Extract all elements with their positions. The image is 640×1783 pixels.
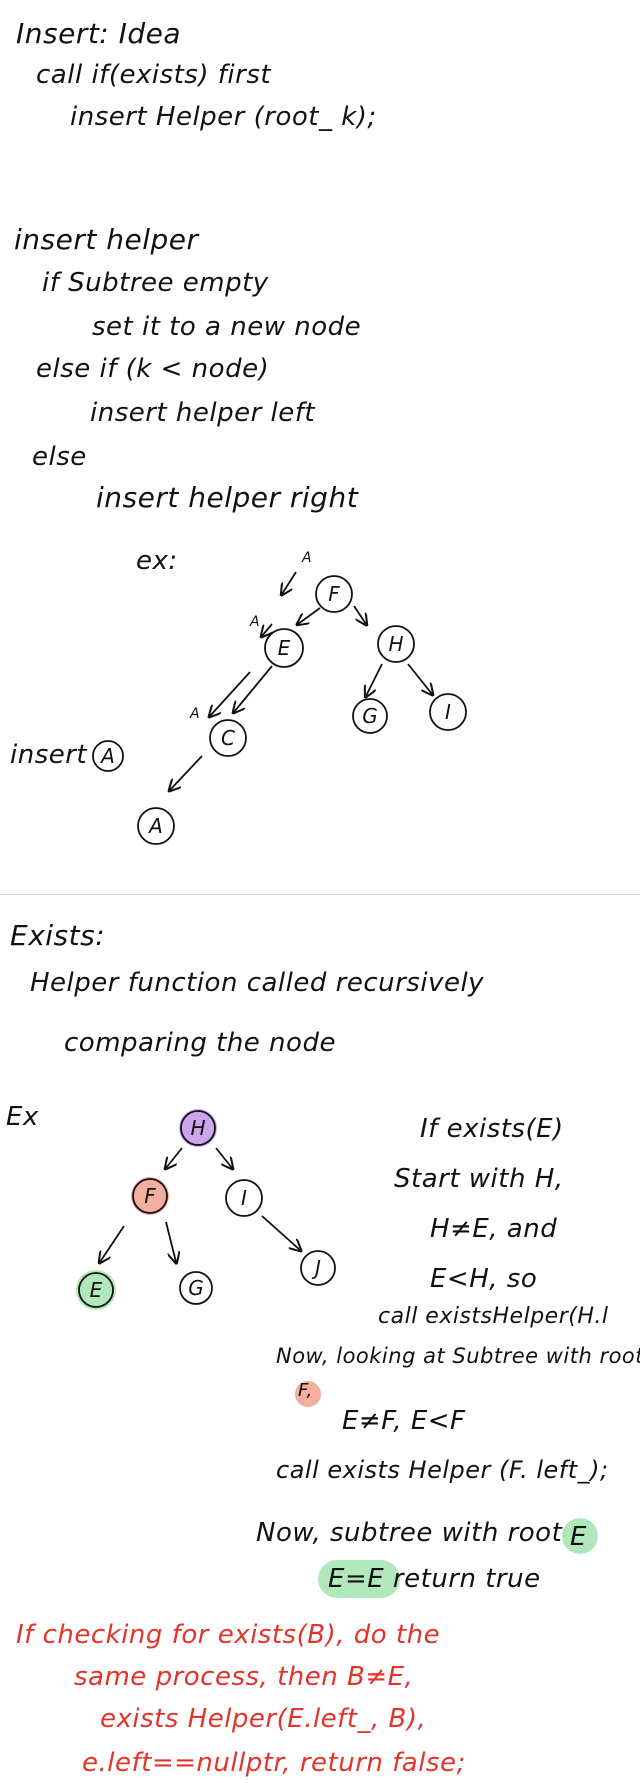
tree1-path-mark-2: A bbox=[249, 614, 260, 630]
tree2-node-j: J bbox=[300, 1250, 336, 1286]
tree1-edge-c-a bbox=[170, 755, 203, 790]
tree2-node-f: F bbox=[132, 1178, 168, 1214]
else-if-line: else if (k < node) bbox=[36, 354, 270, 384]
tree1-edge-h-g bbox=[366, 663, 383, 696]
explanation-highlight-e-eq-e bbox=[318, 1560, 400, 1598]
tree2-node-g: G bbox=[179, 1271, 213, 1305]
insert-helper-title: insert helper bbox=[14, 223, 199, 256]
insert-idea-line1: call if(exists) first bbox=[36, 60, 272, 90]
explanation-l9: Now, subtree with root bbox=[256, 1518, 563, 1548]
svg-text:E: E bbox=[278, 636, 291, 660]
tree2-edge-f-e bbox=[100, 1225, 125, 1262]
insert-a-label: insert bbox=[10, 740, 88, 770]
example-label-2: Ex bbox=[6, 1102, 39, 1132]
tree1-node-h: H bbox=[377, 625, 415, 663]
red-note-l4: e.left==nullptr, return false; bbox=[82, 1748, 466, 1778]
svg-text:E: E bbox=[90, 1278, 103, 1302]
tree1-path-mark-3: A bbox=[189, 706, 200, 722]
tree2-edge-f-g bbox=[165, 1221, 176, 1262]
explanation-highlight-f bbox=[295, 1381, 321, 1407]
explanation-l7: E≠F, E<F bbox=[342, 1406, 466, 1436]
tree1-node-c: C bbox=[209, 719, 247, 757]
svg-text:H: H bbox=[388, 632, 403, 656]
tree1-node-e: E bbox=[264, 628, 304, 668]
tree1-path-mark-1: A bbox=[301, 550, 312, 566]
tree1-path-arrow-3 bbox=[210, 671, 251, 716]
tree1-edge-f-e bbox=[298, 607, 321, 624]
tree2-highlight-e bbox=[76, 1270, 116, 1310]
tree2-edge-i-j bbox=[261, 1215, 300, 1250]
svg-text:I: I bbox=[445, 700, 451, 724]
explanation-l5: call existsHelper(H.l bbox=[378, 1304, 609, 1329]
svg-text:I: I bbox=[241, 1186, 247, 1210]
section-divider bbox=[0, 894, 640, 895]
exists-title: Exists: bbox=[10, 919, 106, 952]
else-line: else bbox=[32, 442, 87, 472]
example-label-1: ex: bbox=[136, 546, 178, 576]
explanation-l2: Start with H, bbox=[394, 1164, 564, 1194]
tree1-edge-h-i bbox=[407, 663, 432, 694]
explanation-l10-rest: return true bbox=[384, 1564, 541, 1594]
red-note-l1: If checking for exists(B), do the bbox=[16, 1620, 441, 1650]
tree1-path-arrow-1 bbox=[282, 571, 297, 594]
svg-text:A: A bbox=[147, 814, 163, 838]
explanation-l10: E=E return true bbox=[328, 1566, 541, 1592]
tree2-node-e: E bbox=[78, 1272, 114, 1308]
explanation-l10-e1: E bbox=[328, 1564, 345, 1594]
tree1-node-a: A bbox=[137, 807, 175, 845]
tree2-edge-h-f bbox=[166, 1147, 183, 1168]
svg-text:A: A bbox=[99, 744, 115, 768]
tree1-path-arrow-2 bbox=[262, 623, 272, 636]
explanation-l8: call exists Helper (F. left_); bbox=[276, 1456, 609, 1484]
exists-line2: comparing the node bbox=[64, 1028, 336, 1058]
tree1-edge-e-c bbox=[234, 665, 273, 712]
tree1-node-g: G bbox=[352, 698, 388, 734]
tree2-highlight-h bbox=[179, 1109, 217, 1147]
explanation-l9-node: E bbox=[570, 1522, 587, 1552]
explanation-l4: E<H, so bbox=[430, 1264, 538, 1294]
explanation-l1: If exists(E) bbox=[420, 1114, 564, 1144]
svg-text:F: F bbox=[328, 582, 340, 606]
svg-text:F: F bbox=[144, 1184, 156, 1208]
svg-text:J: J bbox=[311, 1256, 321, 1280]
red-note-l2: same process, then B≠E, bbox=[74, 1662, 414, 1692]
tree2-node-h: H bbox=[180, 1110, 216, 1146]
tree1-edge-f-h bbox=[353, 605, 366, 624]
exists-line1: Helper function called recursively bbox=[30, 968, 485, 998]
if-subtree-empty: if Subtree empty bbox=[42, 268, 269, 298]
tree2-edge-h-i bbox=[215, 1147, 232, 1168]
explanation-l10-e2: E bbox=[367, 1564, 385, 1594]
insert-helper-right: insert helper right bbox=[96, 481, 359, 514]
red-note-l3: exists Helper(E.left_, B), bbox=[100, 1704, 427, 1734]
svg-text:G: G bbox=[188, 1276, 204, 1300]
insert-idea-line2: insert Helper (root_ k); bbox=[70, 102, 377, 132]
explanation-highlight-e-root bbox=[562, 1518, 598, 1554]
explanation-l3: H≠E, and bbox=[430, 1214, 558, 1244]
tree1-node-f: F bbox=[315, 575, 353, 613]
explanation-l6: Now, looking at Subtree with root bbox=[276, 1344, 640, 1368]
explanation-l6-node: F, bbox=[298, 1380, 313, 1401]
set-new-node: set it to a new node bbox=[92, 312, 362, 342]
svg-text:H: H bbox=[190, 1116, 205, 1140]
insert-idea-title: Insert: Idea bbox=[16, 17, 182, 50]
tree2-highlight-f bbox=[131, 1177, 169, 1215]
tree2-node-i: I bbox=[225, 1179, 263, 1217]
svg-text:G: G bbox=[362, 704, 378, 728]
insert-node-a: A bbox=[92, 740, 124, 772]
tree1-node-i: I bbox=[429, 693, 467, 731]
svg-text:C: C bbox=[221, 726, 235, 750]
insert-helper-left: insert helper left bbox=[90, 398, 316, 428]
explanation-l10-eq: = bbox=[344, 1564, 368, 1594]
